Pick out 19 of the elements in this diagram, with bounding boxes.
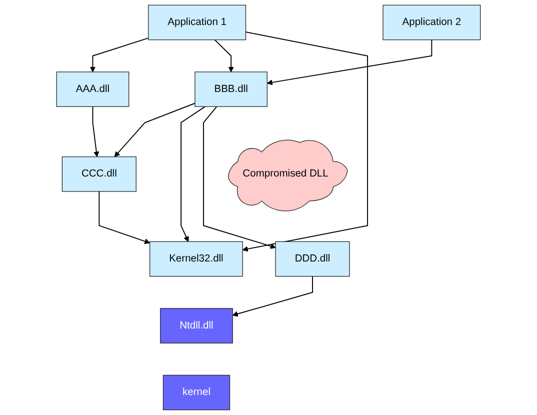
arrow xyxy=(266,39,432,86)
node-box: DDD.dll xyxy=(275,241,350,277)
node-box: AAA.dll xyxy=(56,72,130,107)
node-box: BBB.dll xyxy=(194,72,268,107)
arrow xyxy=(90,38,149,72)
node-box: Ntdll.dll xyxy=(160,308,233,344)
arrow xyxy=(242,32,368,252)
node-box: Application 1 xyxy=(148,4,246,40)
arrow xyxy=(203,106,276,249)
arrow xyxy=(92,106,100,158)
arrow xyxy=(114,102,196,158)
node-box: CCC.dll xyxy=(62,156,136,192)
node-box: kernel xyxy=(162,374,230,410)
node-box: Kernel32.dll xyxy=(150,241,243,277)
node-box: Application 2 xyxy=(382,4,481,40)
arrow xyxy=(214,39,234,72)
arrow xyxy=(180,106,206,242)
arrow xyxy=(232,276,313,317)
arrow xyxy=(98,190,150,244)
